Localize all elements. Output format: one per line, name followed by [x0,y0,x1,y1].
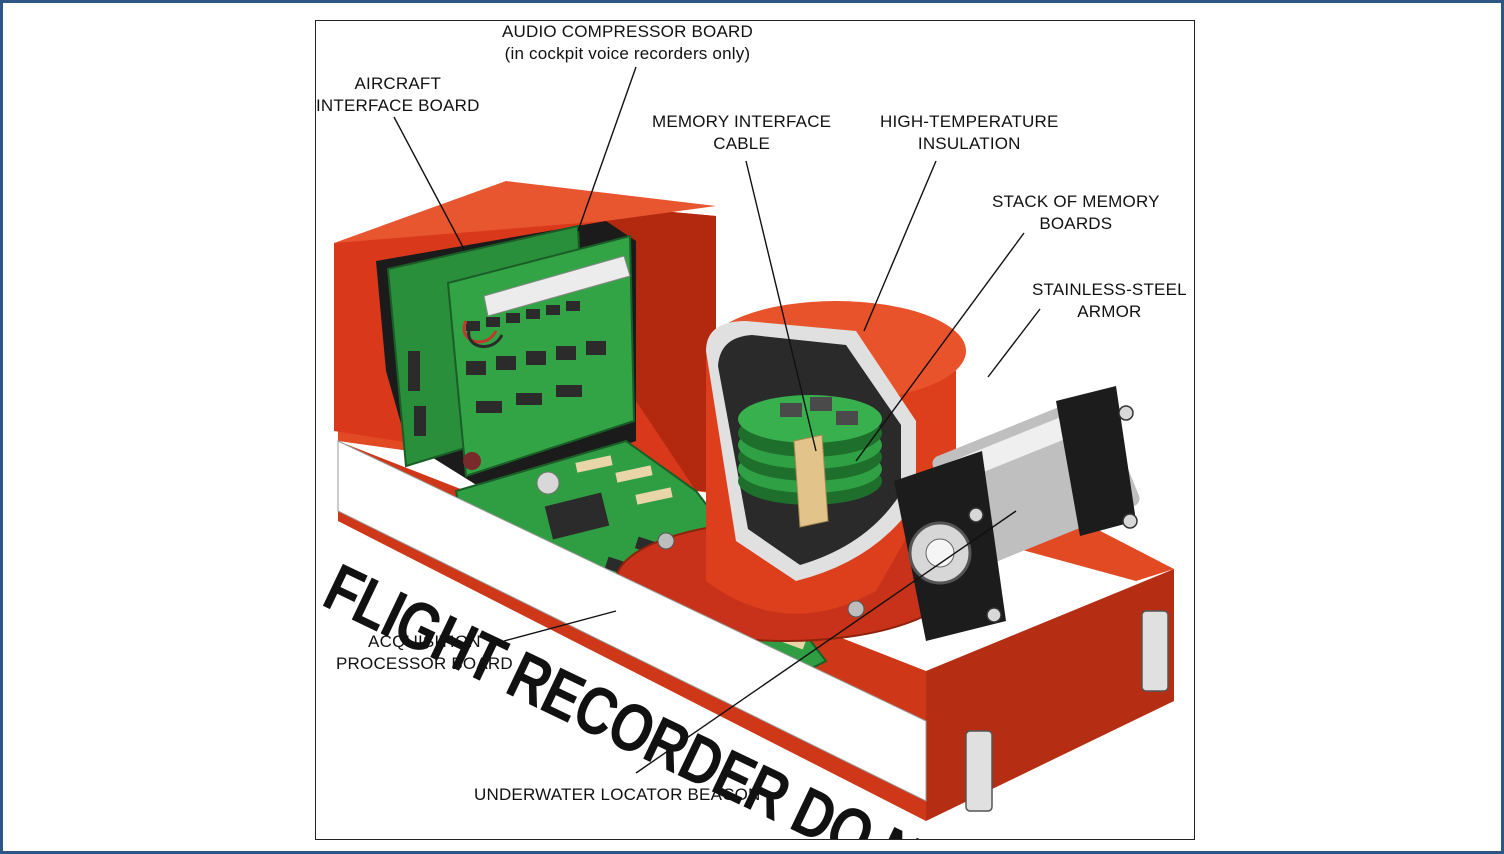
label-line: (in cockpit voice recorders only) [504,44,751,63]
label-high-temperature-insulation: HIGH-TEMPERATURE INSULATION [880,111,1059,155]
diagram-panel: FLIGHT RECORDER DO NOT OPEN AUDIO COMPRE… [315,20,1195,840]
label-line: ACQUISITION [368,632,481,651]
label-line: MEMORY INTERFACE [652,112,832,131]
callout-lines [393,66,1041,774]
memory-board-stack [738,395,882,528]
memory-unit [615,301,966,642]
base-mounting-brackets [965,610,1169,812]
label-memory-interface-cable: MEMORY INTERFACE CABLE [652,111,831,155]
label-line: STAINLESS-STEEL [1032,280,1187,299]
board-connector [483,255,631,317]
label-line: BOARDS [1039,214,1113,233]
label-line: HIGH-TEMPERATURE [880,112,1059,131]
beacon-bracket-back [1056,386,1136,536]
label-stainless-steel-armor: STAINLESS-STEEL ARMOR [1032,279,1187,323]
label-stack-of-memory-boards: STACK OF MEMORY BOARDS [992,191,1160,235]
label-aircraft-interface-board: AIRCRAFT INTERFACE BOARD [316,73,480,117]
locator-beacon [894,386,1140,641]
memory-interface-cable-shape [793,434,829,528]
label-line: STACK OF MEMORY [992,192,1160,211]
label-line: ARMOR [1077,302,1142,321]
label-line: UNDERWATER LOCATOR BEACON [474,785,761,804]
label-line: AUDIO COMPRESSOR BOARD [502,22,753,41]
label-line: CABLE [713,134,770,153]
label-acquisition-processor-board: ACQUISITION PROCESSOR BOARD [336,631,513,675]
label-line: AIRCRAFT [354,74,442,93]
side-label-plate [337,440,927,802]
label-line: INTERFACE BOARD [316,96,480,115]
label-line: PROCESSOR BOARD [336,654,513,673]
label-underwater-locator-beacon: UNDERWATER LOCATOR BEACON [474,784,760,806]
label-audio-compressor-board: AUDIO COMPRESSOR BOARD (in cockpit voice… [502,21,753,65]
label-line: INSULATION [917,134,1021,153]
electronics-housing-top [334,181,716,243]
flight-recorder-illustration [334,66,1174,821]
